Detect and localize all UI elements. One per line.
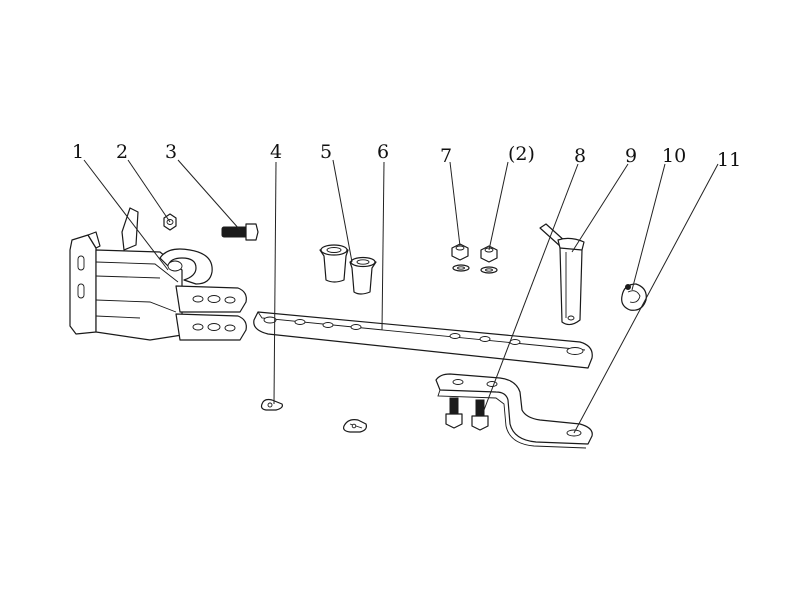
leader-8 bbox=[483, 163, 579, 411]
callout-labels: 1 2 3 4 5 6 7 (2) 8 9 10 11 bbox=[72, 141, 741, 171]
callout-3: 3 bbox=[165, 141, 177, 163]
leader-3 bbox=[177, 159, 241, 231]
leader-9 bbox=[571, 163, 629, 253]
leader-6 bbox=[381, 161, 385, 331]
callout-7: 7 bbox=[440, 145, 452, 167]
callout-6: 6 bbox=[377, 141, 389, 163]
leader-11 bbox=[573, 163, 719, 434]
leader-2b bbox=[488, 161, 509, 251]
part-4-clip-pin bbox=[260, 398, 283, 411]
leader-lines bbox=[83, 159, 719, 434]
callout-2b: (2) bbox=[508, 143, 535, 165]
part-1-mounting-bracket bbox=[69, 207, 247, 341]
part-9-hitch-pin bbox=[539, 223, 585, 326]
callout-1: 1 bbox=[72, 141, 84, 163]
leader-5 bbox=[332, 159, 353, 263]
part-2b-nut-washer bbox=[480, 245, 498, 274]
leader-1 bbox=[83, 159, 169, 271]
part-7-nut-washer bbox=[451, 243, 470, 272]
part-8-drop-hitch bbox=[435, 373, 593, 449]
callout-8: 8 bbox=[574, 145, 586, 167]
callout-4: 4 bbox=[270, 141, 282, 163]
callout-9: 9 bbox=[625, 145, 637, 167]
leader-2 bbox=[127, 159, 171, 223]
callout-2: 2 bbox=[116, 141, 128, 163]
leader-7 bbox=[449, 161, 461, 247]
part-5-bushings bbox=[319, 244, 377, 295]
part-3-bolt bbox=[221, 223, 259, 241]
part-10-lynch-pin bbox=[621, 283, 647, 311]
leader-10 bbox=[631, 163, 666, 291]
callout-11: 11 bbox=[717, 149, 741, 171]
callout-10: 10 bbox=[662, 145, 686, 167]
callout-5: 5 bbox=[320, 141, 332, 163]
part-6-drawbar bbox=[253, 311, 593, 369]
spring-clip bbox=[343, 419, 367, 433]
leader-4 bbox=[273, 161, 277, 405]
